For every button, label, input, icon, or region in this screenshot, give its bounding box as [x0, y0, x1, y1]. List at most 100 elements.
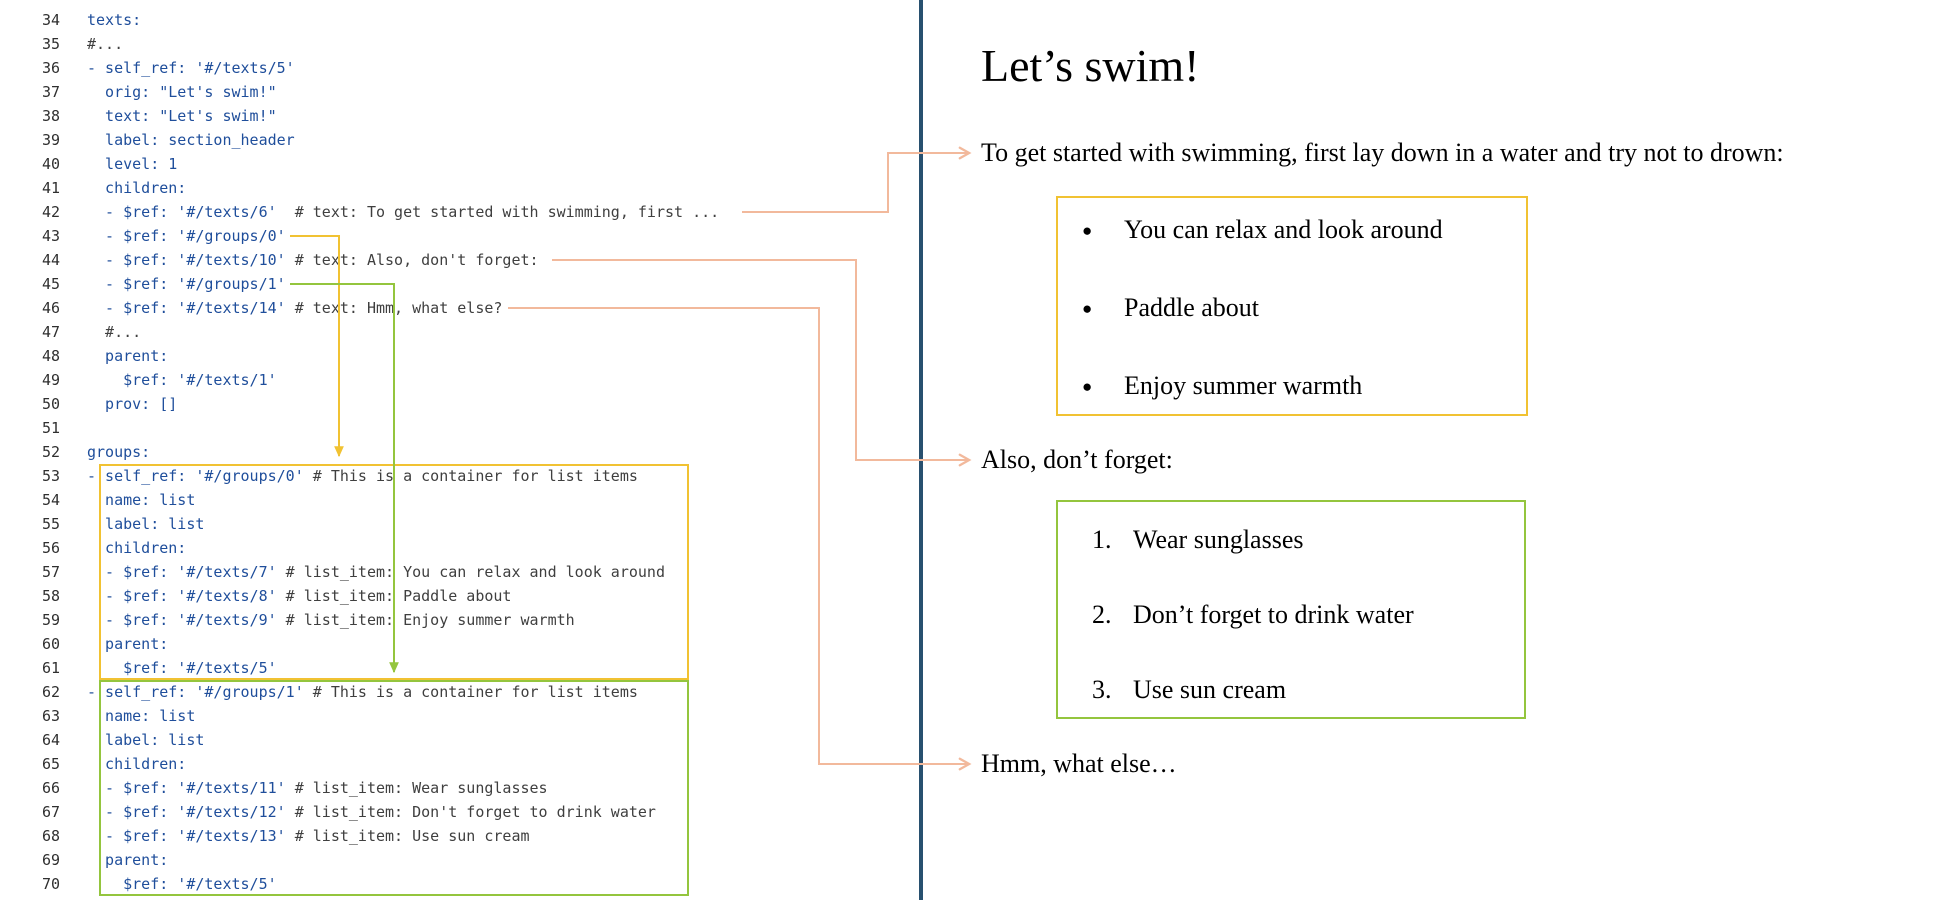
numbered-list-item: 3. Use sun cream — [1058, 674, 1524, 706]
bullet-icon: ● — [1082, 299, 1093, 318]
code-line-42: 42 - $ref: '#/texts/6' # text: To get st… — [0, 200, 919, 224]
line-number: 44 — [42, 251, 61, 269]
code-text: label: section_header — [87, 131, 295, 149]
code-line-54: 54 name: list — [0, 488, 919, 512]
code-line-70: 70 $ref: '#/texts/5' — [0, 872, 919, 896]
code-text: - self_ref: '#/texts/5' — [87, 59, 295, 77]
code-text: - $ref: '#/texts/14' # text: Hmm, what e… — [87, 299, 503, 317]
code-text: $ref: '#/texts/5' — [87, 875, 277, 893]
line-number: 35 — [42, 35, 61, 53]
code-line-56: 56 children: — [0, 536, 919, 560]
line-number: 36 — [42, 59, 61, 77]
code-text: name: list — [87, 491, 196, 509]
code-line-68: 68 - $ref: '#/texts/13' # list_item: Use… — [0, 824, 919, 848]
document-title: Let’s swim! — [981, 40, 1200, 91]
code-line-50: 50 prov: [] — [0, 392, 919, 416]
line-number: 45 — [42, 275, 61, 293]
code-line-35: 35 #... — [0, 32, 919, 56]
code-line-45: 45 - $ref: '#/groups/1' — [0, 272, 919, 296]
code-text: label: list — [87, 515, 205, 533]
bullet-list-box: ● You can relax and look around ● Paddle ab… — [1056, 196, 1528, 416]
line-number: 34 — [42, 11, 61, 29]
code-line-41: 41 children: — [0, 176, 919, 200]
line-number: 52 — [42, 443, 61, 461]
code-text: $ref: '#/texts/5' — [87, 659, 277, 677]
code-line-38: 38 text: "Let's swim!" — [0, 104, 919, 128]
line-number: 64 — [42, 731, 61, 749]
bullet-icon: ● — [1082, 221, 1093, 240]
code-line-63: 63 name: list — [0, 704, 919, 728]
bullet-icon: ● — [1082, 377, 1093, 396]
line-number: 42 — [42, 203, 61, 221]
code-text: children: — [87, 179, 187, 197]
code-line-60: 60 parent: — [0, 632, 919, 656]
code-line-44: 44 - $ref: '#/texts/10' # text: Also, do… — [0, 248, 919, 272]
line-number: 41 — [42, 179, 61, 197]
numbered-list-item: 1. Wear sunglasses — [1058, 524, 1524, 556]
line-number: 55 — [42, 515, 61, 533]
line-number: 49 — [42, 371, 61, 389]
list-item-text: Wear sunglasses — [1133, 525, 1304, 554]
list-item-text: Paddle about — [1124, 293, 1260, 322]
code-line-46: 46 - $ref: '#/texts/14' # text: Hmm, wha… — [0, 296, 919, 320]
code-text: name: list — [87, 707, 196, 725]
code-text: texts: — [87, 11, 142, 29]
line-number: 66 — [42, 779, 61, 797]
code-line-64: 64 label: list — [0, 728, 919, 752]
code-text: - $ref: '#/groups/1' — [87, 275, 286, 293]
list-item-text: Use sun cream — [1133, 675, 1287, 704]
line-number: 54 — [42, 491, 61, 509]
bullet-list-item: ● You can relax and look around — [1058, 214, 1526, 246]
code-text: prov: [] — [87, 395, 178, 413]
line-number: 50 — [42, 395, 61, 413]
line-number: 57 — [42, 563, 61, 581]
code-line-51: 51 — [0, 416, 919, 440]
line-number: 68 — [42, 827, 61, 845]
line-number: 61 — [42, 659, 61, 677]
code-text: - $ref: '#/texts/13' # list_item: Use su… — [87, 827, 530, 845]
code-line-39: 39 label: section_header — [0, 128, 919, 152]
code-line-55: 55 label: list — [0, 512, 919, 536]
code-text: - $ref: '#/texts/10' # text: Also, don't… — [87, 251, 539, 269]
code-text: text: "Let's swim!" — [87, 107, 277, 125]
paragraph-also-dont-forget: Also, don’t forget: — [981, 445, 1173, 474]
code-line-43: 43 - $ref: '#/groups/0' — [0, 224, 919, 248]
code-text: #... — [87, 35, 124, 53]
line-number: 58 — [42, 587, 61, 605]
bullet-list-item: ● Paddle about — [1058, 292, 1526, 324]
list-number: 3. — [1092, 675, 1112, 704]
list-number: 2. — [1092, 600, 1112, 629]
bullet-list-item: ● Enjoy summer warmth — [1058, 370, 1526, 402]
line-number: 46 — [42, 299, 61, 317]
code-line-61: 61 $ref: '#/texts/5' — [0, 656, 919, 680]
line-number: 70 — [42, 875, 61, 893]
code-line-65: 65 children: — [0, 752, 919, 776]
code-text: children: — [87, 539, 187, 557]
line-number: 65 — [42, 755, 61, 773]
list-item-text: You can relax and look around — [1124, 215, 1443, 244]
code-text: children: — [87, 755, 187, 773]
code-text: - $ref: '#/groups/0' — [87, 227, 286, 245]
line-number: 67 — [42, 803, 61, 821]
line-number: 62 — [42, 683, 61, 701]
numbered-list-box: 1. Wear sunglasses 2.Don’t forget to drink… — [1056, 500, 1526, 719]
code-text: label: list — [87, 731, 205, 749]
line-number: 59 — [42, 611, 61, 629]
list-item-text: Enjoy summer warmth — [1124, 371, 1363, 400]
numbered-list-item: 2.Don’t forget to drink water — [1058, 599, 1524, 631]
code-text: parent: — [87, 347, 169, 365]
code-text: groups: — [87, 443, 151, 461]
line-number: 69 — [42, 851, 61, 869]
groups0-code-highlight-box — [99, 464, 689, 680]
line-number: 53 — [42, 467, 61, 485]
code-line-47: 47 #... — [0, 320, 919, 344]
list-number: 1. — [1092, 525, 1112, 554]
paragraph-hmm-what-else: Hmm, what else… — [981, 749, 1177, 778]
paragraph-get-started: To get started with swimming, first lay … — [981, 138, 1784, 167]
line-number: 37 — [42, 83, 61, 101]
code-text: #... — [87, 323, 142, 341]
line-number: 56 — [42, 539, 61, 557]
code-line-67: 67 - $ref: '#/texts/12' # list_item: Don… — [0, 800, 919, 824]
line-number: 43 — [42, 227, 61, 245]
